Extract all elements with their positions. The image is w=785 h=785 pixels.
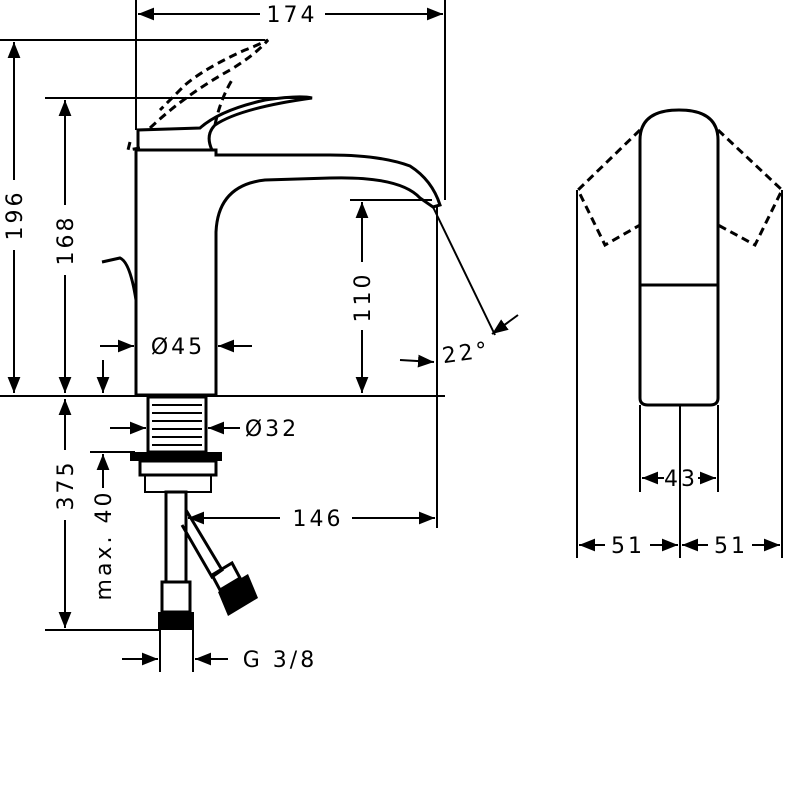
- dim-110: 110: [351, 272, 376, 323]
- lever-swing-left: [576, 128, 642, 248]
- dim-51-right: 51: [714, 534, 748, 559]
- lever-raised-position: [125, 38, 270, 152]
- faucet-front-view: [576, 108, 784, 558]
- dim-146: 146: [293, 507, 344, 532]
- lever: [136, 95, 313, 152]
- dim-connection: G 3/8: [243, 648, 317, 673]
- supply-hose-straight: [164, 490, 188, 584]
- hose-nut: [158, 612, 194, 630]
- thread-lines: [152, 404, 202, 446]
- dim-375: 375: [54, 460, 79, 511]
- dim-spout-angle: 22°: [441, 338, 492, 369]
- dim-body-diameter: Ø45: [151, 335, 205, 360]
- front-body: [638, 108, 720, 407]
- dimension-lines: [0, 0, 519, 672]
- dim-43: 43: [664, 467, 698, 492]
- faucet-body: [134, 148, 442, 397]
- fixing-nut: [138, 459, 218, 477]
- dim-shank-diameter: Ø32: [245, 417, 299, 442]
- hose-fitting: [160, 580, 192, 614]
- dim-168: 168: [54, 215, 79, 266]
- fixing-plate: [130, 452, 222, 461]
- dim-196: 196: [3, 190, 28, 241]
- pop-up-rod: [101, 256, 138, 301]
- dim-max-40: max. 40: [92, 490, 117, 601]
- angled-hose-fitting: [210, 560, 242, 593]
- supply-hose-angled: [180, 509, 225, 580]
- angled-hose-nut: [218, 574, 258, 616]
- lever-swing-right: [716, 128, 784, 248]
- dim-174: 174: [267, 3, 318, 28]
- faucet-side-view: [101, 38, 442, 630]
- dim-51-left: 51: [611, 534, 645, 559]
- nut-base: [144, 474, 212, 493]
- lever-raised-outline: [213, 79, 234, 126]
